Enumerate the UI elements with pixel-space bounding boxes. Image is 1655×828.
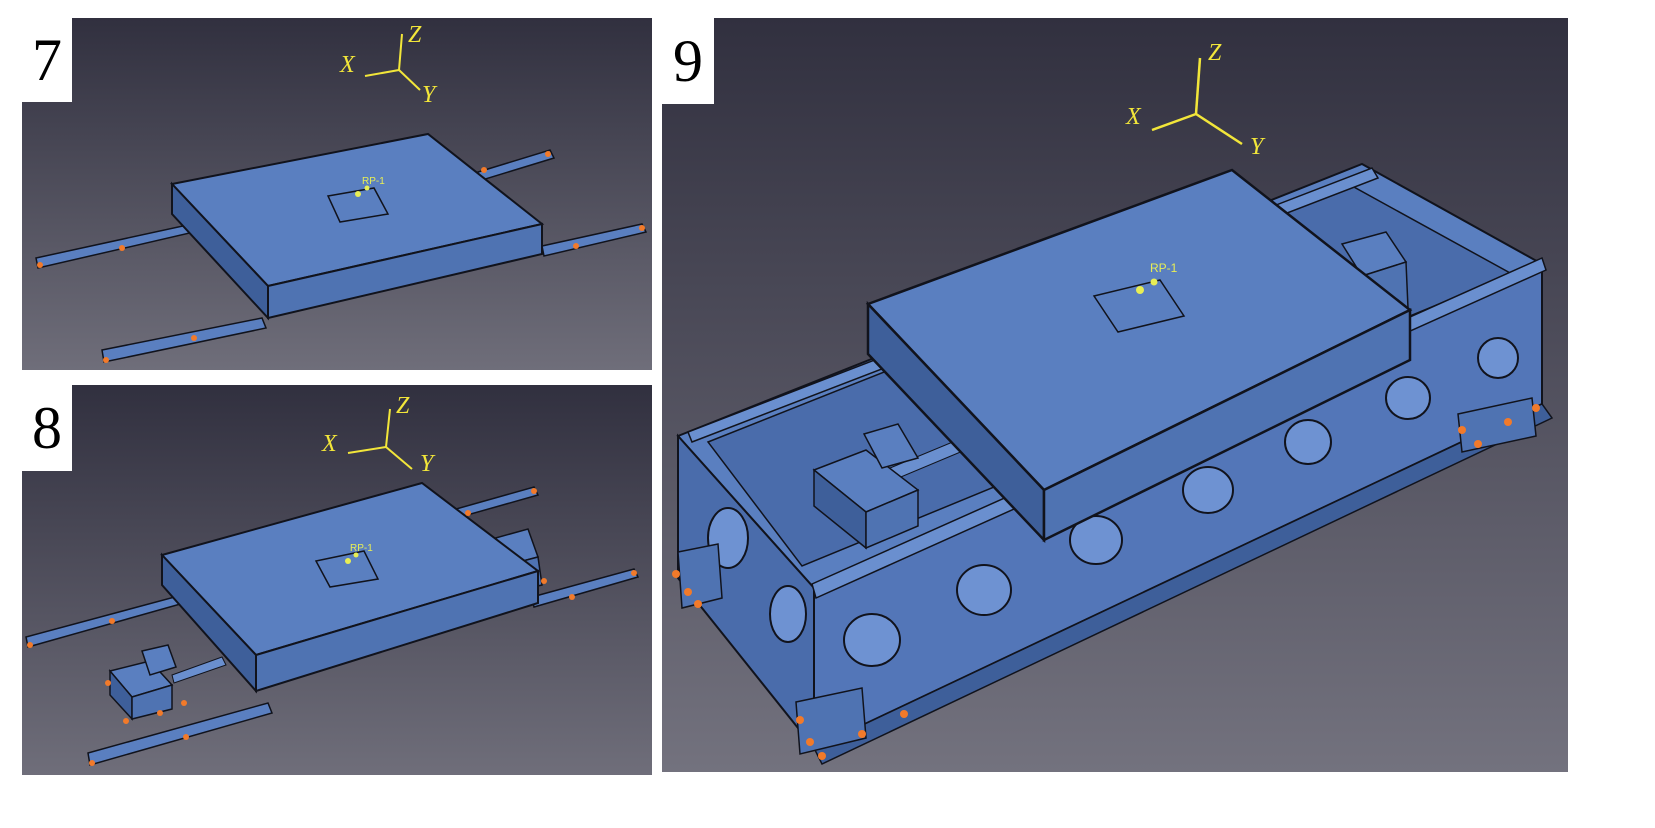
guide-rail-front — [87, 702, 274, 766]
bc-markers — [27, 488, 637, 766]
bc-markers — [672, 404, 1540, 760]
axis-label-z: Z — [1208, 40, 1222, 66]
axis-label-y: Y — [420, 451, 436, 477]
axis-label-y: Y — [1250, 134, 1266, 160]
axis-label-x: X — [321, 431, 338, 457]
axis-label-y: Y — [422, 82, 438, 108]
guide-rail-front — [101, 317, 268, 363]
viewport-panel-7: RP-1 Z X Y 7 — [22, 18, 652, 370]
axis-label-z: Z — [408, 22, 422, 48]
rp-label: RP-1 — [1150, 261, 1178, 275]
axis-triad — [364, 33, 421, 91]
worktable-block — [865, 168, 1413, 544]
rp-marker: RP-1 — [345, 543, 373, 564]
axis-triad — [347, 408, 413, 470]
load-pad — [1092, 279, 1186, 333]
rp-marker: RP-1 — [355, 176, 385, 197]
rp-label: RP-1 — [350, 543, 373, 554]
rp-marker: RP-1 — [1136, 261, 1178, 294]
bed-feet — [677, 397, 1537, 755]
drive-motor-assembly — [812, 423, 920, 550]
viewport-panel-8: RP-1 Z X Y 8 — [22, 385, 652, 775]
viewport-panel-9: RP-1 Z X Y — [662, 18, 1568, 772]
rp-label: RP-1 — [362, 176, 385, 187]
axis-label-z: Z — [396, 393, 410, 419]
axis-triad — [1151, 57, 1243, 146]
bc-markers — [37, 151, 645, 363]
drive-motor-assembly — [108, 644, 227, 721]
load-pad — [326, 187, 390, 223]
panel-label: 8 — [22, 385, 72, 471]
panel-label: 9 — [662, 18, 714, 104]
axis-label-x: X — [1125, 104, 1142, 130]
load-pad — [314, 550, 380, 588]
panel-label: 7 — [22, 18, 72, 102]
bed-holes — [843, 337, 1519, 667]
axis-label-x: X — [339, 52, 356, 78]
